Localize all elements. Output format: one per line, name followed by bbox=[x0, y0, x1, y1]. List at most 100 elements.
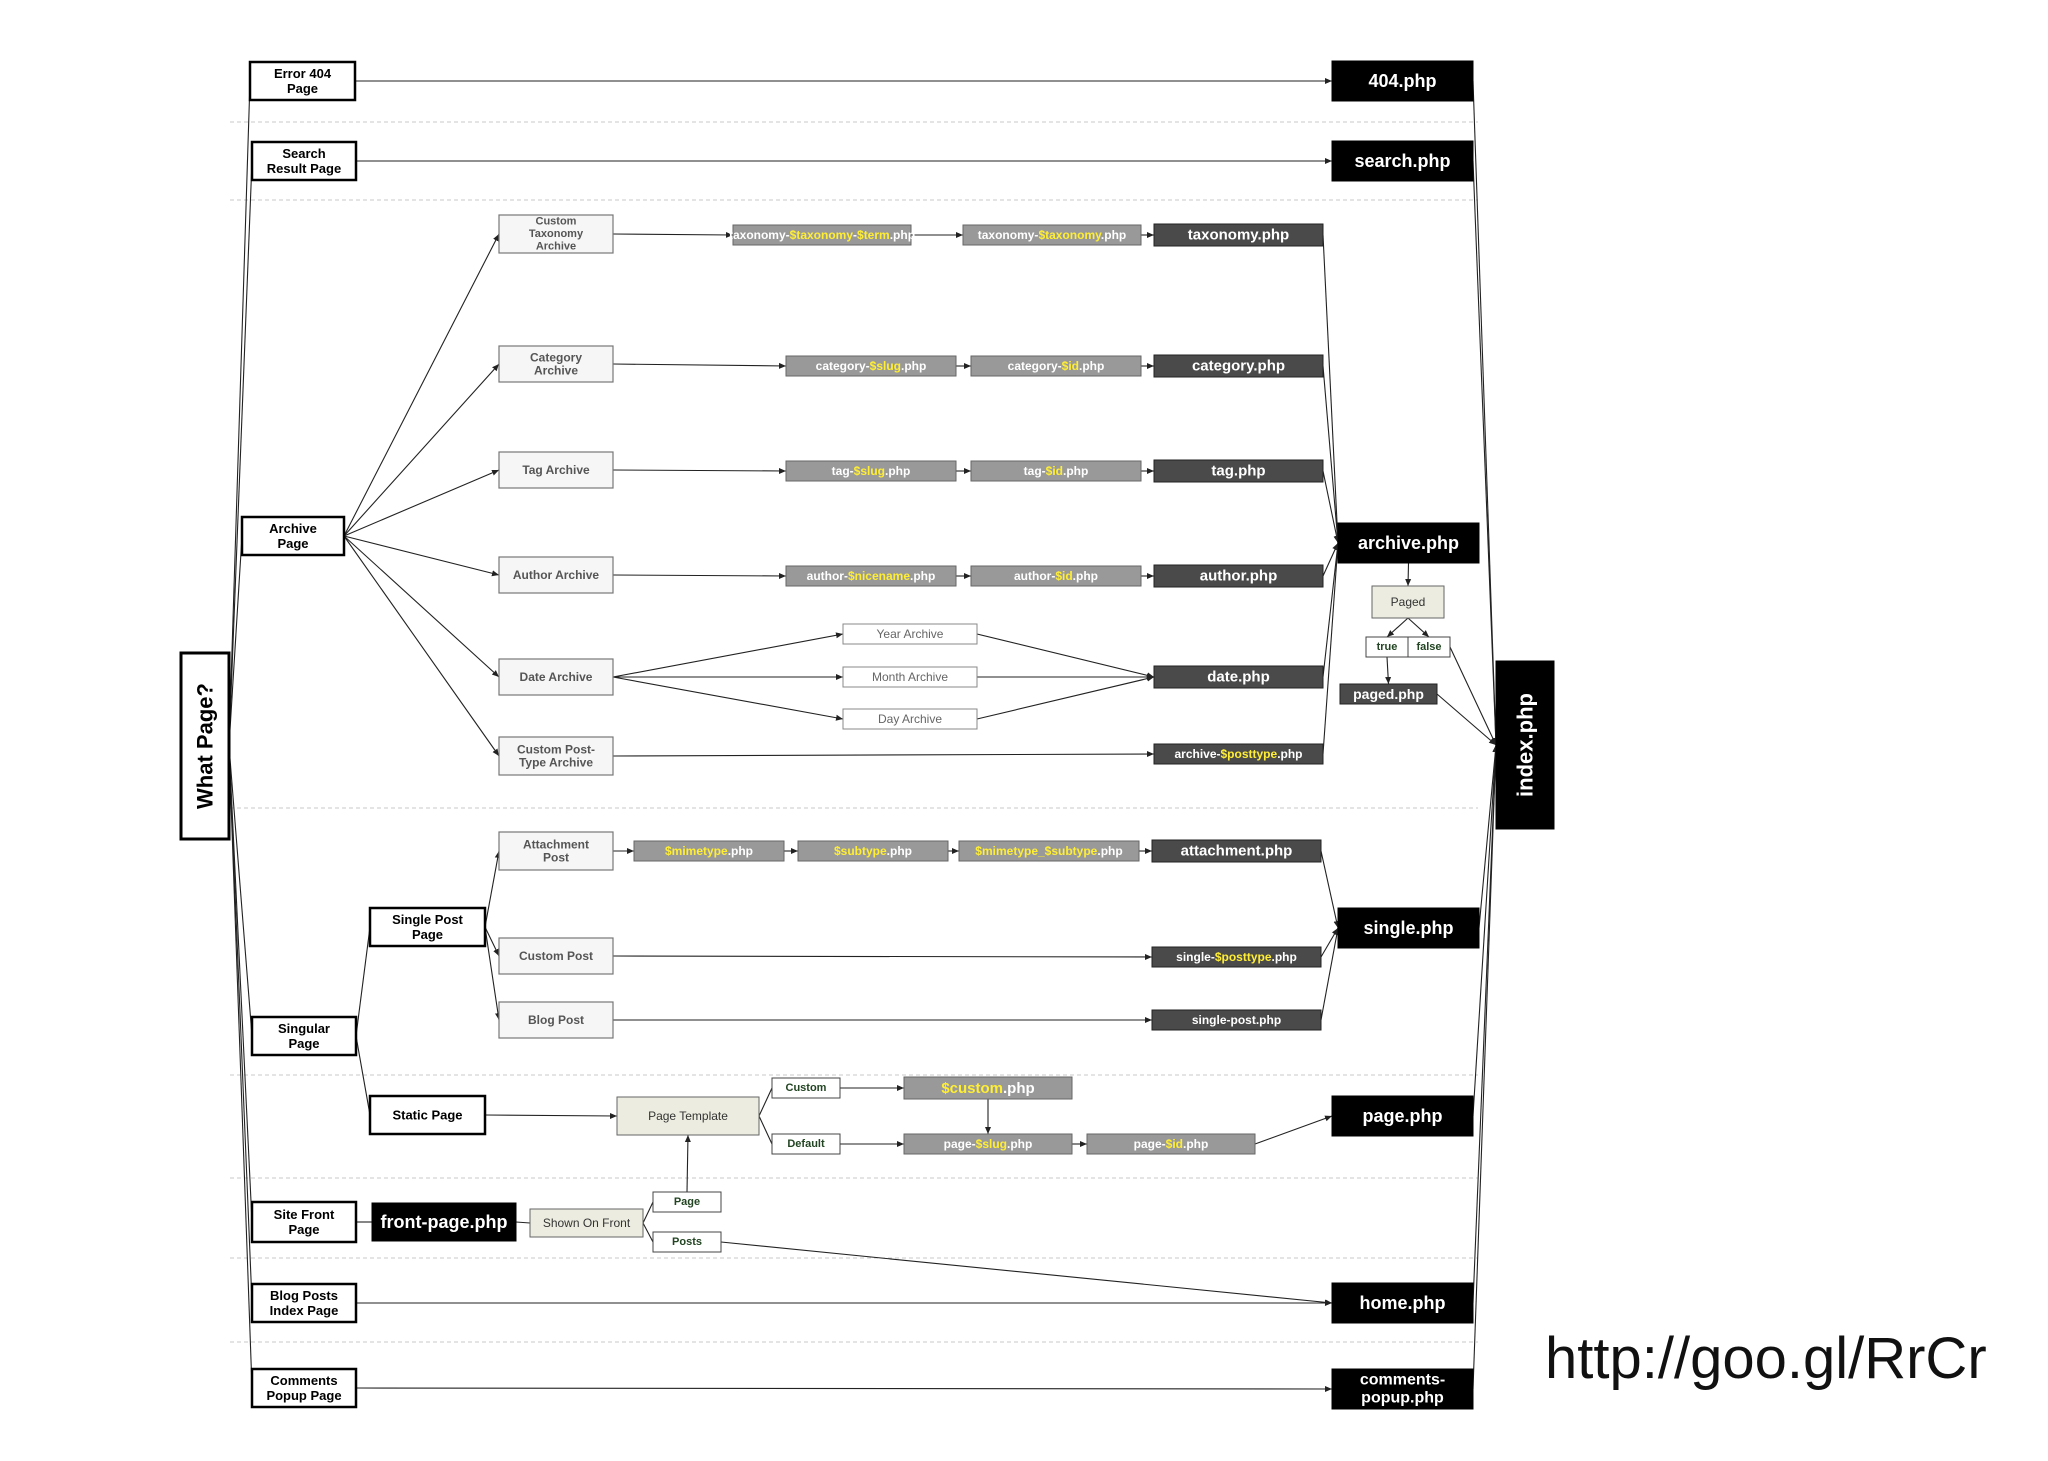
connector bbox=[343, 233, 500, 537]
g_mime-node: $mimetype.php bbox=[633, 840, 785, 862]
g_tag_slug-part: tag- bbox=[832, 464, 854, 478]
g_tag_id-part: .php bbox=[1063, 464, 1088, 478]
connector bbox=[228, 745, 253, 1223]
connector bbox=[484, 926, 500, 957]
d_default-box bbox=[771, 1133, 841, 1155]
sf_posts-box bbox=[652, 1231, 722, 1253]
t_archive_pt-part: archive- bbox=[1174, 747, 1220, 761]
blog-label: Blog Posts bbox=[270, 1288, 338, 1303]
connector bbox=[228, 160, 253, 747]
g_mime_sub-part: .php bbox=[1097, 844, 1122, 858]
g_tag_id-part: $id bbox=[1046, 464, 1063, 478]
connector bbox=[484, 850, 501, 928]
g_custom-node: $custom.php bbox=[903, 1076, 1073, 1100]
source-url[interactable]: http://goo.gl/RrCr bbox=[1545, 1326, 1987, 1391]
g_cat_slug-part: $slug bbox=[870, 359, 901, 373]
what-page-node: What Page? bbox=[179, 651, 231, 841]
t_attach-node: attachment.php bbox=[1151, 839, 1322, 863]
g_tax-part: .php bbox=[1101, 228, 1126, 242]
index-php-node: index.php bbox=[1495, 660, 1555, 830]
a_cpt-label: Type Archive bbox=[519, 756, 593, 770]
t_single_post-node: single-post.php bbox=[1151, 1009, 1322, 1031]
a_tax-label: Custom bbox=[536, 216, 577, 228]
d_custom-label: Custom bbox=[786, 1082, 827, 1094]
g_custom-label: $custom.php bbox=[941, 1080, 1034, 1097]
connector-lines bbox=[228, 78, 1499, 1392]
singular-label: Singular bbox=[278, 1021, 330, 1036]
g_tax-part: $taxonomy bbox=[1038, 228, 1102, 242]
a_author-node: Author Archive bbox=[498, 556, 614, 594]
connector bbox=[1320, 927, 1340, 1021]
a_tag-node: Tag Archive bbox=[498, 451, 614, 489]
d_day-box bbox=[842, 708, 978, 730]
paged-box bbox=[1371, 585, 1445, 619]
d_day-node: Day Archive bbox=[842, 708, 978, 730]
g_tax-label: taxonomy-$taxonomy.php bbox=[978, 228, 1126, 242]
g_page_slug-part: page- bbox=[944, 1137, 976, 1151]
g_tax_term-box bbox=[732, 224, 912, 246]
g_auth_id-part: author- bbox=[1014, 569, 1055, 583]
g_page_id-part: $id bbox=[1166, 1137, 1183, 1151]
a_date-node: Date Archive bbox=[498, 658, 614, 696]
b_home-box bbox=[1331, 1282, 1474, 1324]
b_page-node: page.php bbox=[1331, 1095, 1474, 1137]
d_month-label: Month Archive bbox=[872, 670, 948, 684]
shown_front-label: Shown On Front bbox=[543, 1216, 631, 1230]
g_sub-part: $subtype bbox=[834, 844, 887, 858]
connector bbox=[355, 926, 371, 1037]
a_tax-box bbox=[498, 214, 614, 254]
a_attach-label: Attachment bbox=[523, 837, 589, 851]
b_404-node: 404.php bbox=[1331, 60, 1474, 102]
connector bbox=[1322, 234, 1341, 544]
sf_page-node: Page bbox=[652, 1191, 722, 1213]
t_date-box bbox=[1153, 665, 1324, 689]
g_page_id-node: page-$id.php bbox=[1086, 1133, 1256, 1155]
g_auth_nice-part: $nicename bbox=[848, 569, 910, 583]
paged-node: Paged bbox=[1371, 585, 1445, 619]
b_single-node: single.php bbox=[1337, 907, 1480, 949]
front-label: Site Front bbox=[274, 1207, 335, 1222]
d_year-label: Year Archive bbox=[877, 627, 944, 641]
search-label: Search bbox=[282, 146, 325, 161]
search-box bbox=[250, 140, 358, 182]
g_page_slug-label: page-$slug.php bbox=[944, 1137, 1033, 1151]
g_tag_id-part: tag- bbox=[1024, 464, 1046, 478]
connector bbox=[1472, 744, 1499, 1390]
sf_page-box bbox=[652, 1191, 722, 1213]
single_post-label: Page bbox=[412, 927, 443, 942]
t_date-label: date.php bbox=[1207, 669, 1270, 686]
t_single_post-box bbox=[1151, 1009, 1322, 1031]
g_tag_id-node: tag-$id.php bbox=[970, 460, 1142, 482]
g_tax_term-part: - bbox=[853, 228, 857, 242]
t_single_pt-part: $posttype bbox=[1215, 950, 1272, 964]
connector bbox=[343, 469, 500, 537]
b_archive-box bbox=[1337, 522, 1480, 564]
connector bbox=[484, 1112, 618, 1119]
g_auth_nice-label: author-$nicename.php bbox=[807, 569, 936, 583]
b_front-label: front-page.php bbox=[381, 1212, 508, 1232]
connector bbox=[976, 675, 1155, 720]
p_true-node: true bbox=[1365, 636, 1409, 658]
g_cat_id-label: category-$id.php bbox=[1008, 359, 1105, 373]
connector bbox=[343, 535, 500, 678]
t_archive_pt-part: $posttype bbox=[1221, 747, 1278, 761]
connector bbox=[484, 926, 501, 1021]
a_cat-box bbox=[498, 345, 614, 383]
t_cat-label: category.php bbox=[1192, 358, 1285, 375]
connector bbox=[1472, 744, 1499, 1117]
connector bbox=[515, 1221, 531, 1224]
connector bbox=[1407, 617, 1430, 638]
connector bbox=[1386, 617, 1409, 638]
g_auth_id-part: $id bbox=[1055, 569, 1072, 583]
t_date-node: date.php bbox=[1153, 665, 1324, 689]
t_single_post-label: single-post.php bbox=[1192, 1013, 1281, 1027]
singular-box bbox=[250, 1015, 358, 1057]
g_mime-part: .php bbox=[728, 844, 753, 858]
g_tag_id-label: tag-$id.php bbox=[1024, 464, 1089, 478]
b_search-node: search.php bbox=[1331, 140, 1474, 182]
a_blogpost-box bbox=[498, 1001, 614, 1039]
g_auth_nice-box bbox=[785, 565, 957, 587]
a_blogpost-label: Blog Post bbox=[528, 1013, 584, 1027]
t_archive_pt-box bbox=[1153, 743, 1324, 765]
